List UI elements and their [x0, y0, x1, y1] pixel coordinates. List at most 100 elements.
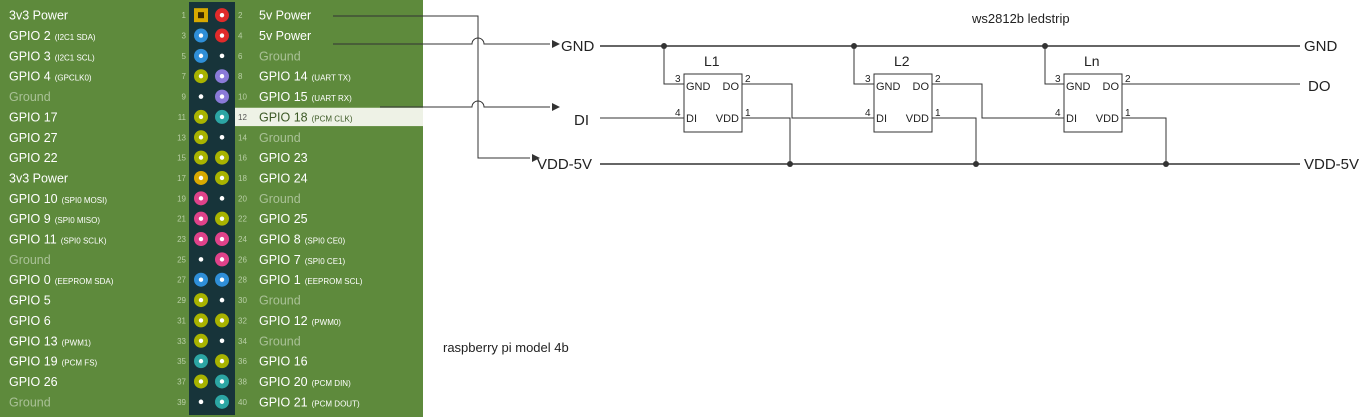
arrow-di: [552, 103, 560, 111]
led-pin-do: DO: [723, 81, 740, 93]
pin-2: 2 5v Power: [215, 8, 311, 23]
pin-number: 7: [182, 72, 187, 81]
pin-dot-center: [198, 114, 204, 120]
pin-label-main: Ground: [259, 294, 301, 308]
pin-label: Ground: [259, 131, 301, 145]
pin-number: 22: [238, 215, 247, 224]
pin-number: 29: [177, 296, 186, 305]
pin-label: GPIO 12(PWM0): [259, 314, 341, 328]
pin-label-main: GPIO 13: [9, 334, 58, 348]
pin-label: GPIO 2 (I2C1 SDA): [9, 29, 96, 43]
pin-label: GPIO 18(PCM CLK): [259, 110, 353, 124]
pin-label-main: GPIO 16: [259, 355, 308, 369]
pin-number: 37: [177, 377, 186, 386]
pin-dot-center: [198, 277, 204, 282]
pin-number: 20: [238, 194, 247, 203]
pin-dot-center: [219, 236, 225, 242]
led-pin-num-di: 4: [865, 108, 871, 119]
ground-pin-dot: [219, 134, 225, 140]
led-pin-vdd: VDD: [716, 113, 739, 125]
pin-label: GPIO 0(EEPROM SDA): [9, 273, 114, 287]
pin-label-main: GPIO 2: [9, 29, 51, 43]
pin-label: Ground: [259, 294, 301, 308]
led-gnd-wire: [663, 46, 684, 85]
led-name: L1: [704, 53, 720, 69]
pin-label: Ground: [9, 90, 51, 104]
led-pin-do: DO: [913, 81, 930, 93]
led-pin-num-di: 4: [1055, 108, 1061, 119]
led-vdd-wire: [1122, 117, 1167, 164]
pin-label-main: Ground: [9, 90, 51, 104]
ground-pin-dot: [198, 257, 204, 262]
pin-label-sub: (EEPROM SCL): [305, 277, 363, 286]
pin-label-sub: (GPCLK0): [55, 74, 92, 83]
pin-label-sub: (I2C1 SCL): [55, 53, 95, 62]
pin-label: GPIO 6: [9, 314, 51, 328]
pin-dot-center: [219, 12, 225, 18]
wiring-lines: [333, 15, 1300, 165]
pin-label-main: 5v Power: [259, 29, 311, 43]
net-label-di: DI: [574, 112, 589, 129]
pin-number: 6: [238, 52, 243, 61]
pin-number: 19: [177, 194, 186, 203]
led-pin-num-vdd: 1: [1125, 108, 1131, 119]
pin-32: 32 GPIO 12(PWM0): [215, 313, 341, 328]
pin-dot-center: [198, 155, 204, 160]
pin-label: GPIO 8(SPI0 CE0): [259, 233, 345, 247]
pin-20: 20 Ground: [219, 192, 301, 206]
pin-dot-center: [198, 236, 204, 242]
pin-number: 12: [238, 113, 247, 122]
pin-dot-center: [219, 74, 225, 79]
pin-label-sub: (I2C1 SDA): [55, 33, 96, 42]
pin-label-main: GPIO 7: [259, 253, 301, 267]
pin-label-main: GPIO 18: [259, 110, 308, 124]
led-pin-num-gnd: 3: [865, 74, 871, 85]
pin-label: 5v Power: [259, 29, 311, 43]
pin-number: 2: [238, 11, 243, 20]
ledstrip-title: ws2812b ledstrip: [971, 11, 1070, 26]
pin-label-sub: (PWM1): [62, 338, 92, 347]
pin-dot-center: [198, 358, 204, 364]
junction-dot: [661, 43, 667, 49]
pin-label-main: GPIO 14: [259, 70, 308, 84]
led-vdd-wire: [742, 117, 791, 164]
pin-label: GPIO 17: [9, 110, 58, 124]
pin-label: Ground: [9, 253, 51, 267]
pin-number: 11: [178, 113, 187, 122]
pin-label: 5v Power: [259, 9, 311, 23]
pin-label-sub: (UART TX): [312, 74, 351, 83]
led-pin-gnd: GND: [876, 81, 901, 93]
pin-square-center: [198, 12, 204, 19]
led-data-chain-wire: [932, 83, 1064, 119]
pin-label: GPIO 10(SPI0 MOSI): [9, 192, 107, 206]
pin-label: GPIO 24: [259, 171, 308, 185]
pin-dot-center: [219, 318, 225, 323]
pin-number: 32: [238, 316, 247, 325]
pin-label-main: GPIO 21: [259, 395, 308, 409]
pin-dot-center: [198, 33, 204, 38]
pin-label: GPIO 15(UART RX): [259, 90, 352, 104]
pin-label-main: GPIO 4: [9, 70, 51, 84]
pin-number: 34: [238, 337, 247, 346]
pin-label: Ground: [259, 192, 301, 206]
pin-label-main: GPIO 12: [259, 314, 308, 328]
ground-pin-dot: [219, 338, 225, 344]
pin-dot-center: [198, 338, 204, 343]
pin-number: 1: [182, 11, 187, 20]
pin-number: 17: [177, 174, 186, 183]
pin-number: 25: [177, 255, 186, 264]
pin-label: GPIO 1(EEPROM SCL): [259, 273, 363, 287]
ground-pin-dot: [219, 53, 225, 59]
pin-label-main: GPIO 27: [9, 131, 58, 145]
